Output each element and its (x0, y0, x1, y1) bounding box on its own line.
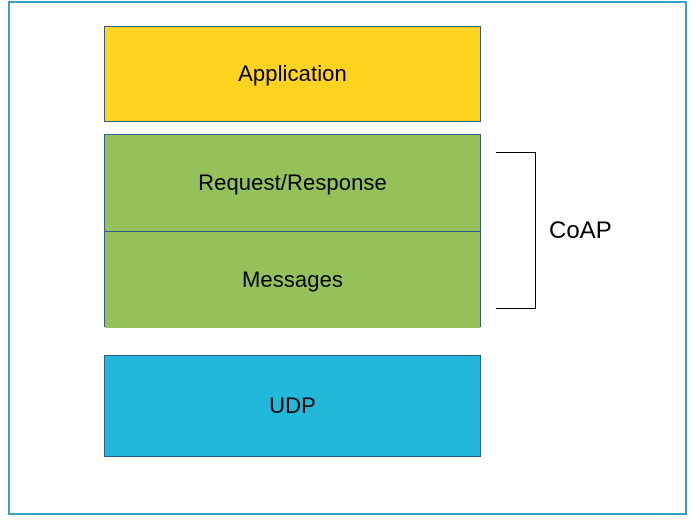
coap-annotation-label: CoAP (549, 217, 612, 244)
layer-box-application: Application (104, 26, 481, 122)
bracket-bottom-arm (496, 308, 536, 309)
layer-label-application: Application (238, 61, 347, 86)
layer-box-request-response: Request/Response (105, 135, 480, 232)
layer-box-messages: Messages (105, 232, 480, 328)
layer-label-messages: Messages (241, 267, 344, 292)
layer-box-udp: UDP (104, 355, 481, 457)
layer-group-coap: Request/Response Messages (104, 134, 481, 328)
bracket-spine (535, 152, 536, 309)
coap-bracket-icon (496, 152, 536, 309)
layer-label-request-response: Request/Response (198, 170, 387, 195)
layer-label-udp: UDP (269, 393, 316, 418)
bracket-top-arm (496, 152, 536, 153)
